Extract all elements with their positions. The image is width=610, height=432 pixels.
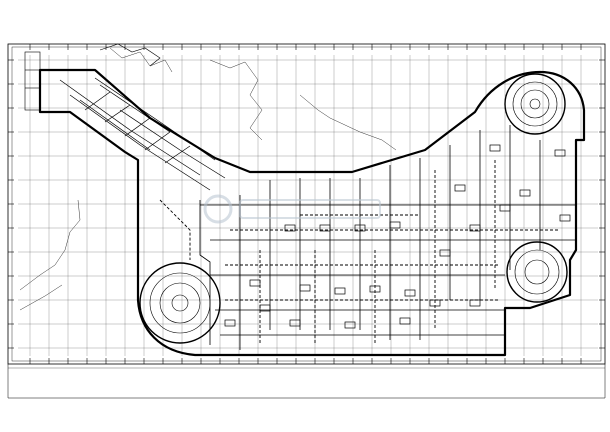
equipment-box: [404, 289, 416, 297]
equipment-box: [354, 224, 366, 232]
equipment-box: [369, 285, 381, 293]
equipment-box: [439, 249, 451, 257]
spiral-ramp-right: [506, 241, 568, 303]
equipment-box: [389, 221, 401, 229]
equipment-box: [344, 321, 356, 329]
axis-ticks: [8, 44, 605, 364]
equipment-box: [319, 224, 331, 232]
equipment-box: [399, 317, 411, 325]
equipment-box: [259, 304, 271, 312]
equipment-box: [489, 144, 501, 152]
adjacent-building: [24, 43, 161, 111]
watermark: [203, 194, 381, 224]
equipment-box: [284, 224, 296, 232]
equipment-box: [499, 204, 511, 212]
equipment-box: [454, 184, 466, 192]
interior-walls: [199, 125, 575, 350]
site-contour-lines: [19, 47, 397, 311]
diagonal-wing: [59, 77, 226, 191]
duct-runs: [159, 160, 560, 345]
equipment-box: [469, 299, 481, 307]
equipment-box: [249, 279, 261, 287]
equipment-box: [334, 287, 346, 295]
building-outline: [38, 68, 586, 357]
equipment-box: [554, 149, 566, 157]
equipment-symbols: [224, 144, 571, 329]
equipment-box: [469, 224, 481, 232]
spiral-ramp-top-right: [504, 73, 566, 135]
equipment-box: [429, 299, 441, 307]
equipment-box: [224, 319, 236, 327]
equipment-box: [519, 189, 531, 197]
spiral-ramp-bottom-left: [139, 262, 221, 344]
grid-lines: [18, 55, 598, 356]
equipment-box: [289, 319, 301, 327]
equipment-box: [559, 214, 571, 222]
equipment-box: [299, 284, 311, 292]
